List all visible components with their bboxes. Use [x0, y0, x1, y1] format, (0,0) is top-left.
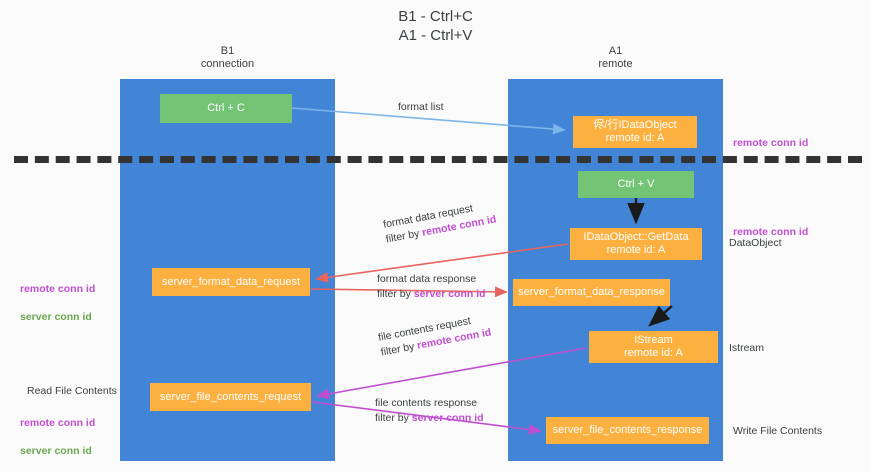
annotation-dataobject: DataObject — [729, 237, 782, 249]
annotation-server-conn-id: server conn id — [20, 445, 92, 457]
edge-label-format-data-request: format data request filter by remote con… — [382, 198, 498, 248]
edge-label-file-contents-response: file contents response filter by server … — [375, 396, 484, 426]
edge-label-file-contents-response-line1: file contents response — [375, 397, 478, 409]
edge-label-format-list-text: format list — [398, 101, 444, 113]
page-title: B1 - Ctrl+C A1 - Ctrl+V — [398, 8, 473, 44]
filter-prefix: filter by — [375, 412, 412, 424]
annotation-remote-conn-id: remote conn id — [733, 226, 809, 238]
annotation-left-conn-ids-mid: remote conn id server conn id — [20, 268, 95, 338]
node-idataobject-getdata[interactable]: IDataObject::GetData remote id: A — [570, 228, 702, 260]
annotation-right-remote-conn-id-mid: remote conn id — [733, 211, 808, 253]
filter-key-server-conn-id: server conn id — [411, 412, 484, 424]
lane-header-a1: A1 remote — [598, 45, 633, 70]
node-server-format-data-request[interactable]: server_format_data_request — [152, 268, 310, 296]
node-server-file-contents-response[interactable]: server_file_contents_response — [546, 417, 709, 444]
annotation-write-file-contents: Write File Contents — [733, 425, 823, 437]
annotation-remote-conn-id: remote conn id — [733, 137, 809, 149]
edge-label-format-data-response-line1: format data response — [377, 273, 477, 285]
edge-label-format-list: format list — [398, 100, 444, 115]
annotation-read-file-contents: Read File Contents — [27, 385, 117, 397]
node-server-file-contents-request[interactable]: server_file_contents_request — [150, 383, 311, 411]
filter-key-server-conn-id: server conn id — [413, 288, 486, 300]
annotation-server-conn-id: server conn id — [20, 311, 92, 323]
edge-label-file-contents-response-line2: filter by server conn id — [375, 411, 484, 426]
edge-label-file-contents-request: file contents request filter by remote c… — [377, 311, 493, 361]
node-ctrl-v[interactable]: Ctrl + V — [578, 171, 694, 198]
filter-prefix: filter by — [377, 288, 414, 300]
annotation-remote-conn-id: remote conn id — [20, 417, 96, 429]
edge-label-format-data-response: format data response filter by server co… — [377, 272, 486, 302]
node-server-format-data-response[interactable]: server_format_data_response — [513, 279, 670, 306]
annotation-remote-conn-id: remote conn id — [20, 283, 96, 295]
node-ctrl-c[interactable]: Ctrl + C — [160, 94, 292, 123]
lane-header-b1: B1 connection — [200, 45, 255, 70]
annotation-right-remote-conn-id-top: remote conn id — [733, 122, 808, 164]
node-istream[interactable]: IStream remote id: A — [589, 331, 718, 363]
edge-label-format-data-response-line2: filter by server conn id — [377, 287, 486, 302]
annotation-istream: Istream — [729, 342, 765, 354]
phase-divider — [14, 156, 862, 163]
annotation-left-conn-ids-bottom: remote conn id server conn id — [20, 402, 95, 472]
node-idataobject[interactable]: 侭/行IDataObject remote id: A — [573, 116, 697, 148]
